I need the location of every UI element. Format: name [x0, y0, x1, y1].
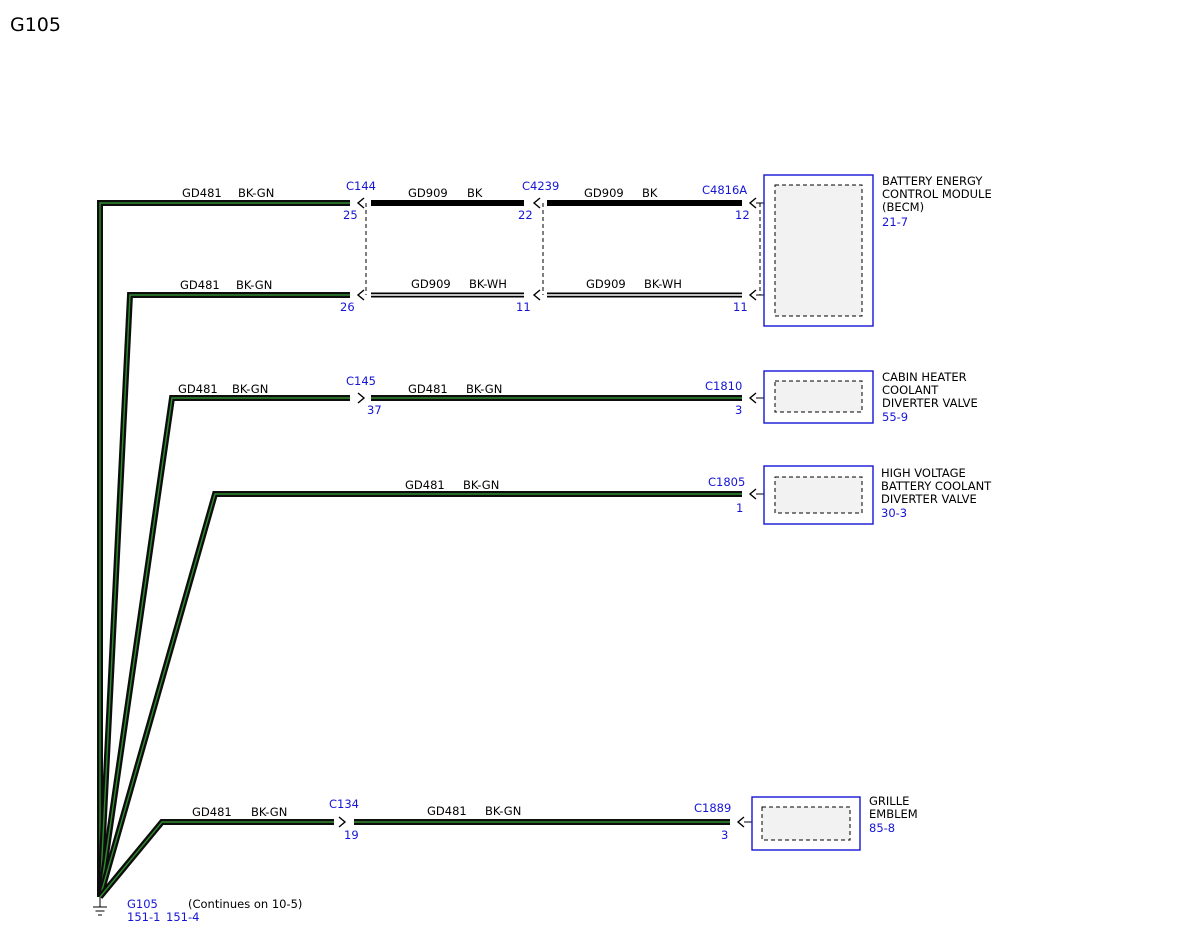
connector-c4816a: C4816A	[702, 183, 747, 197]
connector-c1805: C1805	[708, 475, 745, 489]
cabin-heater-valve-inner	[774, 380, 863, 413]
pin-c1810-3: 3	[735, 403, 742, 417]
connector-arrow-icon	[532, 289, 541, 301]
wire-gd481-grille	[97, 819, 334, 899]
connector-arrow-icon	[357, 392, 366, 404]
wire-label-gd481: GD481	[178, 382, 218, 396]
pin-c4239-11: 11	[516, 300, 531, 314]
hv-battery-valve-inner	[774, 476, 863, 514]
page-title: G105	[10, 14, 61, 36]
grille-page-ref: 85-8	[869, 821, 895, 835]
ground-ref-1: 151-1	[127, 910, 160, 924]
hv-battery-label-line3: DIVERTER VALVE	[881, 492, 977, 506]
connector-c4239: C4239	[522, 179, 559, 193]
connector-c1810: C1810	[705, 379, 742, 393]
wire-color-bk-wh: BK-WH	[469, 277, 507, 291]
grille-label-line1: GRILLE	[869, 794, 909, 808]
pin-c1889-3: 3	[721, 828, 728, 842]
becm-module-inner	[774, 184, 863, 317]
becm-label-line3: (BECM)	[882, 200, 924, 214]
continues-note: (Continues on 10-5)	[188, 897, 302, 911]
wire-color-bk-gn: BK-GN	[466, 382, 502, 396]
connector-arrow-icon	[532, 197, 541, 209]
cabin-heater-label-line2: COOLANT	[882, 383, 939, 397]
connector-arrow-icon	[356, 289, 365, 301]
pin-c144-25: 25	[343, 208, 358, 222]
connector-arrow-icon	[736, 816, 745, 828]
hv-battery-page-ref: 30-3	[881, 506, 907, 520]
becm-label-line1: BATTERY ENERGY	[882, 174, 983, 188]
wire-gd481-becm-upper	[97, 200, 350, 897]
wire-gd481-hv-battery	[97, 491, 742, 898]
wire-color-bk: BK	[642, 186, 658, 200]
hv-battery-label-line2: BATTERY COOLANT	[881, 479, 992, 493]
cabin-heater-label-line3: DIVERTER VALVE	[882, 396, 978, 410]
connector-arrow-icon	[748, 392, 757, 404]
wire-color-bk-gn: BK-GN	[251, 805, 287, 819]
wire-label-gd481: GD481	[182, 186, 222, 200]
grille-label-line2: EMBLEM	[869, 807, 918, 821]
pin-c1805-1: 1	[736, 501, 743, 515]
becm-page-ref: 21-7	[882, 215, 908, 229]
wire-color-bk: BK	[467, 186, 483, 200]
wire-color-bk-gn: BK-GN	[463, 478, 499, 492]
wire-label-gd909: GD909	[411, 277, 451, 291]
wire-color-bk-wh: BK-WH	[644, 277, 682, 291]
wire-label-gd909: GD909	[584, 186, 624, 200]
wire-label-gd481: GD481	[408, 382, 448, 396]
wire-label-gd481: GD481	[192, 805, 232, 819]
grille-emblem-inner	[761, 806, 851, 841]
connector-arrow-icon	[356, 197, 365, 209]
wire-color-bk-gn: BK-GN	[236, 278, 272, 292]
wire-color-bk-gn: BK-GN	[238, 186, 274, 200]
ground-icon	[93, 897, 107, 916]
connector-c145: C145	[346, 374, 376, 388]
wire-color-bk-gn: BK-GN	[232, 382, 268, 396]
wire-label-gd481: GD481	[180, 278, 220, 292]
connector-arrow-icon	[748, 289, 757, 301]
pin-c4239-22: 22	[518, 208, 533, 222]
pin-c145-37: 37	[367, 403, 382, 417]
cabin-heater-page-ref: 55-9	[882, 410, 908, 424]
wire-label-gd909: GD909	[586, 277, 626, 291]
hv-battery-label-line1: HIGH VOLTAGE	[881, 466, 966, 480]
connector-c1889: C1889	[694, 801, 731, 815]
connector-c134: C134	[329, 797, 359, 811]
wire-label-gd481: GD481	[427, 804, 467, 818]
ground-ref-2: 151-4	[166, 910, 199, 924]
pin-c4816a-11: 11	[733, 300, 748, 314]
pin-c134-19: 19	[344, 828, 359, 842]
ground-wire-bundle	[97, 200, 742, 899]
wire-color-bk-gn: BK-GN	[485, 804, 521, 818]
connector-c144: C144	[346, 179, 376, 193]
becm-label-line2: CONTROL MODULE	[882, 187, 992, 201]
connector-arrow-icon	[338, 816, 347, 828]
connector-arrow-icon	[748, 197, 757, 209]
cabin-heater-label-line1: CABIN HEATER	[882, 370, 967, 384]
ground-name: G105	[127, 897, 158, 911]
pin-c4816a-12: 12	[735, 208, 750, 222]
pin-c144-26: 26	[340, 300, 355, 314]
connector-arrow-icon	[748, 488, 757, 500]
wire-label-gd481: GD481	[405, 478, 445, 492]
wire-label-gd909: GD909	[408, 186, 448, 200]
